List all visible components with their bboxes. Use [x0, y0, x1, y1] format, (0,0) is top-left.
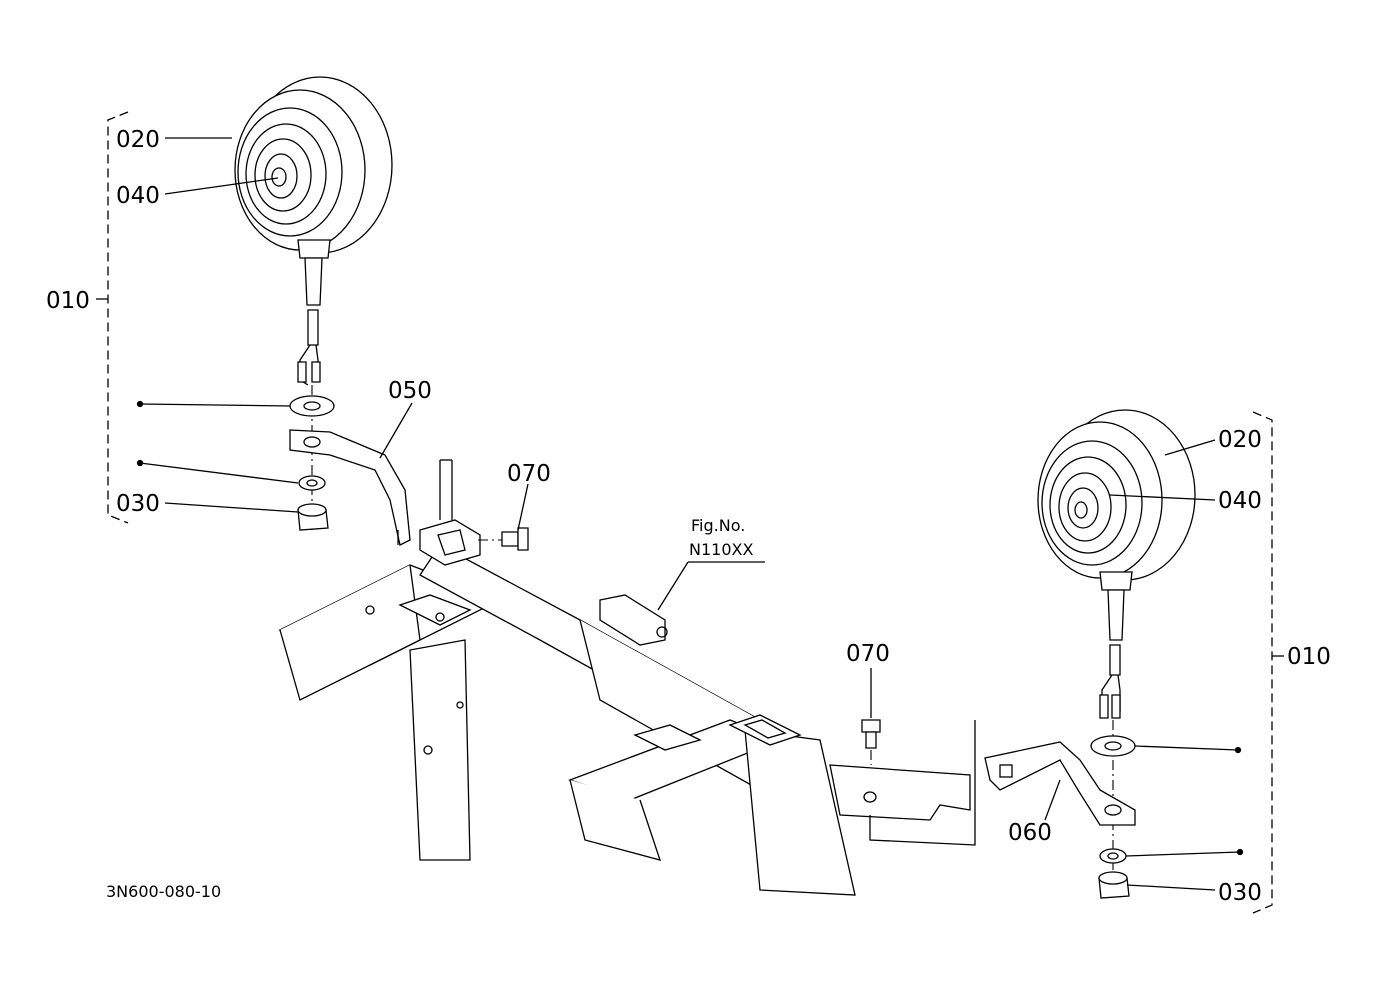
callout-right-070: 070: [846, 641, 890, 667]
callout-right-010: 010: [1287, 644, 1331, 670]
left-lock-washer: [298, 475, 326, 491]
right-hex-nut: [1098, 871, 1130, 899]
right-bracket-060: [984, 741, 1136, 826]
callout-right-030: 030: [1218, 880, 1262, 906]
right-lock-washer: [1099, 848, 1127, 864]
leader-lines: [96, 137, 1284, 891]
left-flat-washer: [289, 395, 335, 417]
callout-left-010: 010: [46, 288, 90, 314]
left-bracket-050: [289, 429, 411, 546]
callout-left-030: 030: [116, 491, 160, 517]
callout-right-040: 040: [1218, 488, 1262, 514]
callout-left-040: 040: [116, 183, 160, 209]
left-hex-nut: [297, 503, 329, 531]
right-bolt-070: [861, 719, 881, 765]
reference-line-1: Fig.No.: [691, 516, 745, 535]
left-work-lamp: [234, 76, 393, 530]
figure-code: 3N600-080-10: [106, 882, 221, 901]
left-bolt-070: [478, 527, 529, 551]
callout-left-020: 020: [116, 127, 160, 153]
callout-right-020: 020: [1218, 427, 1262, 453]
frame-assembly: [278, 459, 976, 896]
right-flat-washer: [1090, 735, 1136, 757]
reference-line-2: N110XX: [689, 540, 753, 559]
callout-left-070: 070: [507, 461, 551, 487]
callout-left-050: 050: [388, 378, 432, 404]
left-assembly-bracket: [107, 111, 129, 524]
callout-right-060: 060: [1008, 820, 1052, 846]
right-work-lamp: [1037, 409, 1196, 890]
